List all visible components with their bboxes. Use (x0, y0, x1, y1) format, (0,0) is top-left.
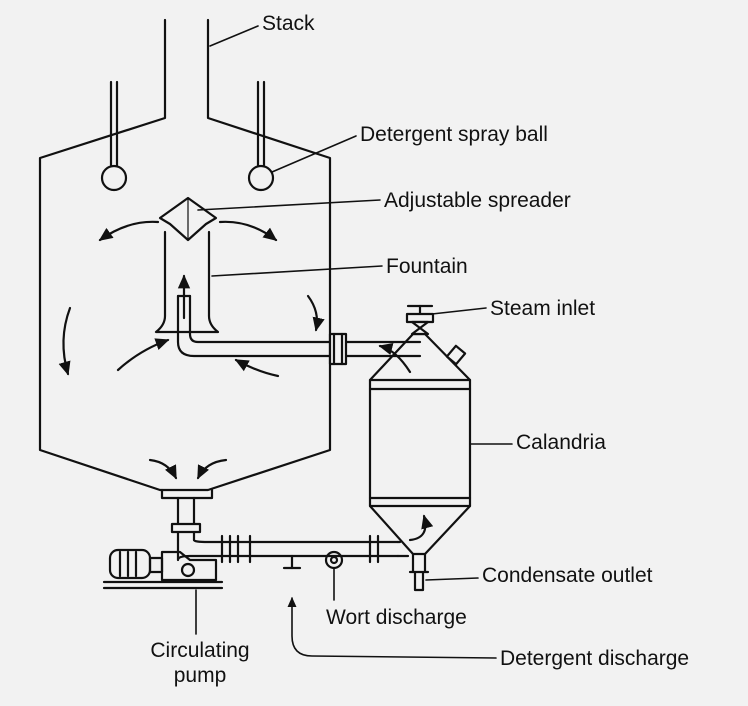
label-circulating-pump-line1: Circulating (150, 639, 250, 662)
label-circulating-pump: Circulating pump (140, 638, 260, 688)
leader-steam (431, 307, 487, 315)
flow-arrow (58, 306, 72, 376)
pipe-flanges (220, 534, 380, 564)
leader-stack (209, 25, 259, 47)
spray-ball-right (247, 80, 275, 192)
flow-arrow (218, 220, 278, 242)
downcomer (176, 496, 196, 542)
label-stack: Stack (262, 12, 315, 35)
label-steam-inlet: Steam inlet (490, 297, 596, 320)
label-detergent-spray-ball: Detergent spray ball (360, 123, 548, 146)
label-fountain: Fountain (386, 255, 468, 278)
spray-ball-left (100, 80, 128, 192)
wort-discharge-valve (324, 550, 344, 570)
flow-arrow (148, 458, 178, 480)
leader-spreader (197, 199, 381, 211)
leader-spray-ball (271, 135, 357, 173)
leader-fountain (211, 265, 383, 277)
leader-condensate (425, 577, 479, 581)
inner-pipe (176, 294, 422, 358)
vessel-outline (38, 18, 332, 492)
bottom-flange (160, 488, 214, 500)
label-circulating-pump-line2: pump (173, 664, 227, 688)
label-wort-discharge: Wort discharge (326, 606, 467, 629)
flow-arrow (234, 358, 280, 378)
flow-arrow (196, 458, 228, 480)
detergent-discharge-nozzle (282, 554, 302, 570)
label-detergent-discharge: Detergent discharge (500, 647, 690, 670)
leader-detergent (287, 596, 497, 659)
flow-arrow (98, 220, 160, 242)
label-adjustable-spreader: Adjustable spreader (384, 189, 571, 212)
flow-arrow (306, 294, 325, 332)
flow-arrow (408, 514, 434, 542)
elbow-pipe (176, 538, 400, 562)
label-condensate-outlet: Condensate outlet (482, 564, 653, 587)
flow-arrow (378, 343, 412, 374)
steam-inlet-valve (405, 304, 435, 336)
label-calandria: Calandria (516, 431, 606, 454)
flow-arrow (116, 338, 170, 372)
condensate-outlet (408, 552, 430, 592)
circulating-pump (102, 548, 224, 590)
calandria (368, 332, 472, 556)
fountain (154, 230, 220, 334)
